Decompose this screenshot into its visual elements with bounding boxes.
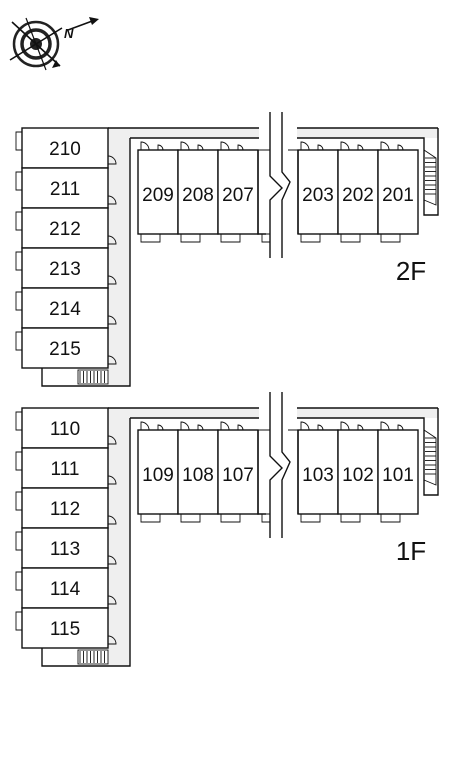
unit-101[interactable]: 101: [377, 421, 419, 523]
unit-label: 107: [222, 465, 254, 486]
floor-label: 1F: [396, 536, 426, 566]
unit-label: 201: [382, 185, 414, 206]
unit-213[interactable]: 213: [15, 247, 117, 289]
unit-label: 209: [142, 185, 174, 206]
unit-label: 208: [182, 185, 214, 206]
unit-201[interactable]: 201: [377, 141, 419, 243]
stairs-icon: [423, 429, 437, 486]
unit-label: 109: [142, 465, 174, 486]
unit-111[interactable]: 111: [15, 447, 117, 489]
unit-212[interactable]: 212: [15, 207, 117, 249]
unit-109[interactable]: 109: [137, 421, 179, 523]
unit-214[interactable]: 214: [15, 287, 117, 329]
unit-107[interactable]: 107: [217, 421, 259, 523]
unit-label: 203: [302, 185, 334, 206]
compass-north-label: N: [64, 26, 74, 41]
unit-215[interactable]: 215: [15, 327, 117, 369]
unit-211[interactable]: 211: [15, 167, 117, 209]
unit-label: 210: [49, 139, 81, 160]
break-icon: [257, 392, 299, 540]
unit-label: 112: [50, 499, 80, 520]
unit-label: 213: [49, 259, 81, 280]
stairs-icon: [77, 369, 109, 385]
unit-103[interactable]: 103: [297, 421, 339, 523]
unit-label: 110: [50, 419, 80, 440]
unit-label: 113: [50, 539, 80, 560]
unit-label: 211: [50, 179, 80, 200]
unit-label: 215: [49, 339, 81, 360]
unit-208[interactable]: 208: [177, 141, 219, 243]
unit-label: 212: [49, 219, 81, 240]
floor-label: 2F: [396, 256, 426, 286]
unit-label: 108: [182, 465, 214, 486]
floor-2f: 210 211 212 213 214 215 209 208 207 203 202 201 2F: [15, 112, 439, 387]
stairs-icon: [423, 149, 437, 206]
unit-label: 207: [222, 185, 254, 206]
unit-label: 102: [342, 465, 374, 486]
unit-label: 115: [50, 619, 80, 640]
unit-203[interactable]: 203: [297, 141, 339, 243]
unit-label: 101: [382, 465, 414, 486]
unit-115[interactable]: 115: [15, 607, 117, 649]
unit-102[interactable]: 102: [337, 421, 379, 523]
unit-108[interactable]: 108: [177, 421, 219, 523]
unit-label: 111: [51, 459, 80, 480]
break-icon: [257, 112, 299, 260]
unit-label: 202: [342, 185, 374, 206]
unit-113[interactable]: 113: [15, 527, 117, 569]
unit-label: 214: [49, 299, 81, 320]
stairs-icon: [77, 649, 109, 665]
unit-209[interactable]: 209: [137, 141, 179, 243]
compass-icon: N: [9, 17, 99, 71]
unit-110[interactable]: 110: [15, 407, 117, 449]
unit-202[interactable]: 202: [337, 141, 379, 243]
unit-114[interactable]: 114: [15, 567, 117, 609]
unit-207[interactable]: 207: [217, 141, 259, 243]
unit-label: 114: [50, 579, 81, 600]
unit-112[interactable]: 112: [15, 487, 117, 529]
floor-1f: 110 111 112 113 114 115 109 108 107 103 102 101 1F: [15, 392, 439, 667]
unit-label: 103: [302, 465, 334, 486]
unit-210[interactable]: 210: [15, 127, 117, 169]
